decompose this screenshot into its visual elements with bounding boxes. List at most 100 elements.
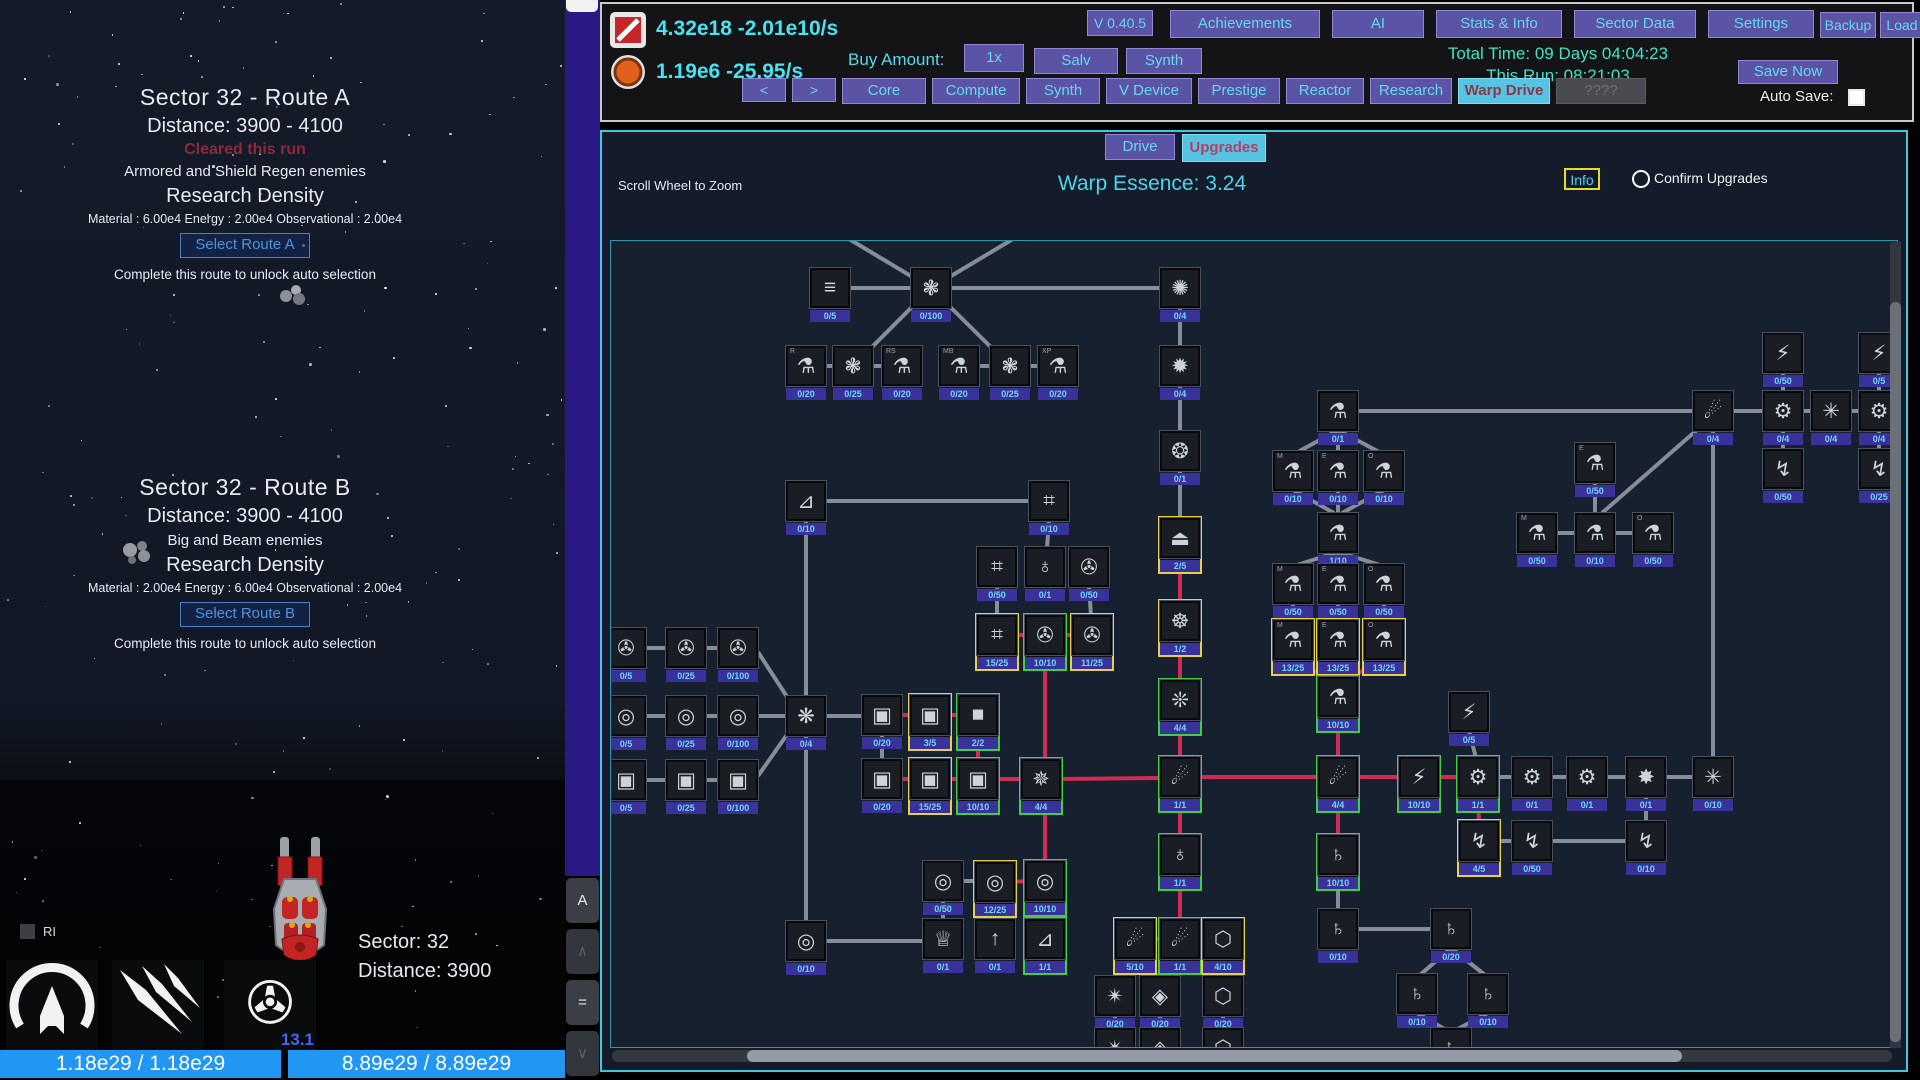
synth-buy-button[interactable]: Synth bbox=[1126, 48, 1202, 74]
node-cubes-f1[interactable]: ▣0/5 bbox=[611, 758, 648, 816]
node-robot-1[interactable]: ⚙0/4 bbox=[1761, 389, 1805, 447]
node-ring-g3[interactable]: ◎0/50 bbox=[921, 859, 965, 917]
node-cubeplus[interactable]: ▣3/5 bbox=[908, 693, 952, 751]
node-robot-4[interactable]: ⚙0/1 bbox=[1510, 755, 1554, 813]
stats-info-button[interactable]: Stats & Info bbox=[1436, 10, 1562, 38]
node-ring-g5[interactable]: ◎10/10 bbox=[1023, 859, 1067, 917]
node-planet-2[interactable]: ♁1/1 bbox=[1158, 833, 1202, 891]
ship-mode-icon[interactable] bbox=[6, 960, 98, 1052]
tab-drive[interactable]: Drive bbox=[1105, 134, 1175, 160]
node-flask-mid[interactable]: ⚗1/10 bbox=[1316, 511, 1360, 569]
node-battery-3[interactable]: ⚡10/10 bbox=[1397, 755, 1441, 813]
node-flask-ec[interactable]: ⚗0/10 bbox=[1573, 511, 1617, 569]
node-ring-f2[interactable]: ◎0/25 bbox=[664, 694, 708, 752]
settings-button[interactable]: Settings bbox=[1708, 10, 1814, 38]
node-spiral-f3[interactable]: ✇0/100 bbox=[716, 626, 760, 684]
node-arrowup[interactable]: ↑0/1 bbox=[973, 917, 1017, 975]
node-web-1[interactable]: ✳0/4 bbox=[1809, 389, 1853, 447]
auto-save-checkbox[interactable] bbox=[1848, 89, 1865, 106]
node-sunburst[interactable]: ✹0/4 bbox=[1158, 344, 1202, 402]
salv-button[interactable]: Salv bbox=[1034, 48, 1118, 74]
node-cube-white[interactable]: ■2/2 bbox=[956, 693, 1000, 751]
node-circuit-3[interactable]: ⌗15/25 bbox=[975, 613, 1019, 671]
warp-spin-icon[interactable]: ✇ 13.1 bbox=[224, 960, 316, 1052]
node-robot-3[interactable]: ⚙1/1 bbox=[1456, 755, 1500, 813]
backup-button[interactable]: Backup bbox=[1820, 12, 1876, 38]
node-fan[interactable]: ☸1/2 bbox=[1158, 599, 1202, 657]
node-ring-f1[interactable]: ◎0/5 bbox=[611, 694, 648, 752]
node-explosion-1[interactable]: ✸0/1 bbox=[1624, 755, 1668, 813]
node-flask-green[interactable]: ⚗10/10 bbox=[1316, 675, 1360, 733]
achievements-button[interactable]: Achievements bbox=[1170, 10, 1320, 38]
ai-button[interactable]: AI bbox=[1332, 10, 1424, 38]
tab-reactor[interactable]: Reactor bbox=[1286, 78, 1364, 104]
strip-down-button[interactable]: ∨ bbox=[566, 1031, 599, 1076]
node-bolt-y[interactable]: ↯4/5 bbox=[1457, 819, 1501, 877]
tab-prestige[interactable]: Prestige bbox=[1198, 78, 1280, 104]
node-cubes-y[interactable]: ▣15/25 bbox=[908, 757, 952, 815]
node-brain-auto[interactable]: ❃0/25 bbox=[831, 344, 875, 402]
node-comet-g[interactable]: ☄1/1 bbox=[1158, 917, 1202, 975]
tab-v-device[interactable]: V Device bbox=[1106, 78, 1192, 104]
node-battery-1[interactable]: ⚡0/50 bbox=[1761, 331, 1805, 389]
node-droplet-2[interactable]: ◈ bbox=[1138, 1026, 1182, 1047]
tab-upgrades[interactable]: Upgrades bbox=[1182, 134, 1266, 162]
node-spiral-y[interactable]: ✇11/25 bbox=[1070, 613, 1114, 671]
node-battery-4[interactable]: ⚡0/5 bbox=[1447, 690, 1491, 748]
node-cubespark[interactable]: ▣10/10 bbox=[956, 757, 1000, 815]
node-cubes-f3[interactable]: ▣0/100 bbox=[716, 758, 760, 816]
strip-equal-button[interactable]: = bbox=[566, 980, 599, 1025]
select-route-b-button[interactable]: Select Route B bbox=[179, 602, 311, 627]
node-droplet-1[interactable]: ◈0/20 bbox=[1138, 974, 1182, 1032]
buy-amount-button[interactable]: 1x bbox=[964, 44, 1024, 72]
horizontal-scrollbar-thumb[interactable] bbox=[747, 1050, 1682, 1062]
node-planet-1[interactable]: ♁0/1 bbox=[1023, 545, 1067, 603]
node-shield-2[interactable]: ⬡0/20 bbox=[1201, 974, 1245, 1032]
node-circuit-1[interactable]: ⌗0/10 bbox=[1027, 479, 1071, 537]
node-cometspin-2[interactable]: ☄4/4 bbox=[1316, 755, 1360, 813]
node-flask-hub[interactable]: ⚗0/1 bbox=[1316, 389, 1360, 447]
node-chart-2[interactable]: ⊿1/1 bbox=[1023, 917, 1067, 975]
strip-top-tab[interactable] bbox=[566, 0, 598, 12]
node-sunx[interactable]: ❊4/4 bbox=[1158, 678, 1202, 736]
node-saturn-3[interactable]: ♄0/20 bbox=[1429, 907, 1473, 965]
vertical-scrollbar-thumb[interactable] bbox=[1890, 302, 1901, 1042]
node-cubes-b[interactable]: ▣0/20 bbox=[860, 757, 904, 815]
node-saturn-6[interactable]: ♄ bbox=[1429, 1026, 1473, 1047]
node-bolt-1[interactable]: ↯0/50 bbox=[1761, 447, 1805, 505]
tab-warp-drive[interactable]: Warp Drive bbox=[1458, 78, 1550, 104]
node-brain-idle[interactable]: ❃0/25 bbox=[988, 344, 1032, 402]
tab-research[interactable]: Research bbox=[1370, 78, 1452, 104]
node-brain-hub[interactable]: ❃0/100 bbox=[909, 266, 953, 324]
confirm-upgrades-radio[interactable] bbox=[1632, 170, 1650, 188]
select-route-a-button[interactable]: Select Route A bbox=[180, 233, 310, 258]
node-cubes-a[interactable]: ▣0/20 bbox=[860, 693, 904, 751]
horizontal-scrollbar[interactable] bbox=[612, 1050, 1892, 1062]
tab-synth[interactable]: Synth bbox=[1026, 78, 1100, 104]
node-comet-core[interactable]: ☄1/1 bbox=[1158, 755, 1202, 813]
node-bolt-4[interactable]: ↯0/50 bbox=[1510, 819, 1554, 877]
load-button[interactable]: Load bbox=[1880, 12, 1920, 38]
node-pedestal[interactable]: ⏏2/5 bbox=[1158, 516, 1202, 574]
strip-up-button[interactable]: ∧ bbox=[566, 929, 599, 974]
node-saturn-5[interactable]: ♄0/10 bbox=[1466, 972, 1510, 1030]
node-saturn-1[interactable]: ♄10/10 bbox=[1316, 833, 1360, 891]
node-spiral-top[interactable]: ✇0/50 bbox=[1067, 545, 1111, 603]
node-saturn-2[interactable]: ♄0/10 bbox=[1316, 907, 1360, 965]
node-robot-5[interactable]: ⚙0/1 bbox=[1565, 755, 1609, 813]
